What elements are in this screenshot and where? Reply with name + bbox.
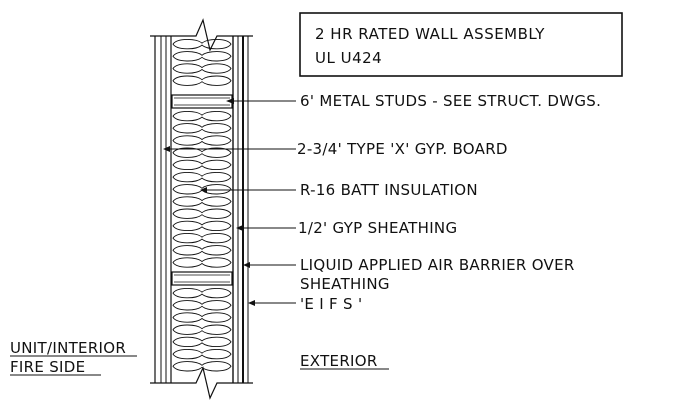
- arrowhead-icon: [200, 187, 207, 193]
- callout-gyp-sheathing: 1/2' GYP SHEATHING: [298, 219, 457, 237]
- batt-insulation-loop: [172, 196, 232, 207]
- batt-insulation-loop: [172, 324, 232, 335]
- batt-insulation-loop: [172, 300, 232, 311]
- break-line-icon: [150, 366, 253, 400]
- callout-batt-insulation: R-16 BATT INSULATION: [300, 181, 478, 199]
- title-box: [299, 12, 623, 77]
- batt-insulation-loop: [172, 135, 232, 146]
- callout-eifs: 'E I F S ': [300, 295, 362, 313]
- batt-insulation-loop: [172, 75, 232, 86]
- batt-insulation-loop: [172, 257, 232, 268]
- batt-insulation-loop: [172, 51, 232, 62]
- batt-insulation-hatch: [172, 38, 232, 372]
- arrowhead-icon: [163, 146, 170, 152]
- batt-insulation-loop: [172, 287, 232, 299]
- metal-stud: [171, 271, 233, 286]
- break-line-icon: [150, 18, 253, 52]
- batt-insulation-loop: [172, 208, 232, 219]
- batt-insulation-loop: [172, 361, 232, 372]
- interior-side-label-line-2: FIRE SIDE: [10, 358, 85, 376]
- batt-insulation-loop: [172, 110, 232, 122]
- title-line-1: 2 HR RATED WALL ASSEMBLY: [315, 25, 545, 43]
- batt-insulation-loop: [172, 184, 232, 195]
- callout-air-barrier-line-2: SHEATHING: [300, 275, 390, 293]
- batt-insulation-loop: [172, 348, 232, 360]
- exterior-side-label: EXTERIOR: [300, 352, 378, 370]
- title-line-2: UL U424: [315, 49, 382, 67]
- batt-insulation-loop: [172, 171, 232, 183]
- callout-air-barrier: LIQUID APPLIED AIR BARRIER OVER: [300, 256, 575, 274]
- batt-insulation-loop: [172, 312, 232, 323]
- callout-gyp-board: 2-3/4' TYPE 'X' GYP. BOARD: [297, 140, 508, 158]
- arrowhead-icon: [236, 225, 243, 231]
- metal-stud: [171, 94, 233, 109]
- batt-insulation-loop: [172, 38, 232, 50]
- interior-gyp-layers: [154, 36, 172, 383]
- batt-insulation-loop: [172, 336, 232, 348]
- batt-insulation-loop: [172, 159, 232, 171]
- batt-insulation-loop: [172, 123, 232, 134]
- batt-insulation-loop: [172, 63, 232, 74]
- batt-insulation-loop: [172, 220, 232, 232]
- batt-insulation-loop: [172, 245, 232, 256]
- arrowhead-icon: [226, 98, 234, 104]
- leader-lines: [163, 98, 296, 306]
- interior-side-label-line-1: UNIT/INTERIOR: [10, 339, 126, 357]
- exterior-layers: [237, 36, 249, 383]
- callout-metal-studs: 6' METAL STUDS - SEE STRUCT. DWGS.: [300, 92, 601, 110]
- batt-insulation-loop: [172, 232, 232, 244]
- arrowhead-icon: [248, 300, 255, 306]
- arrowhead-icon: [243, 262, 250, 268]
